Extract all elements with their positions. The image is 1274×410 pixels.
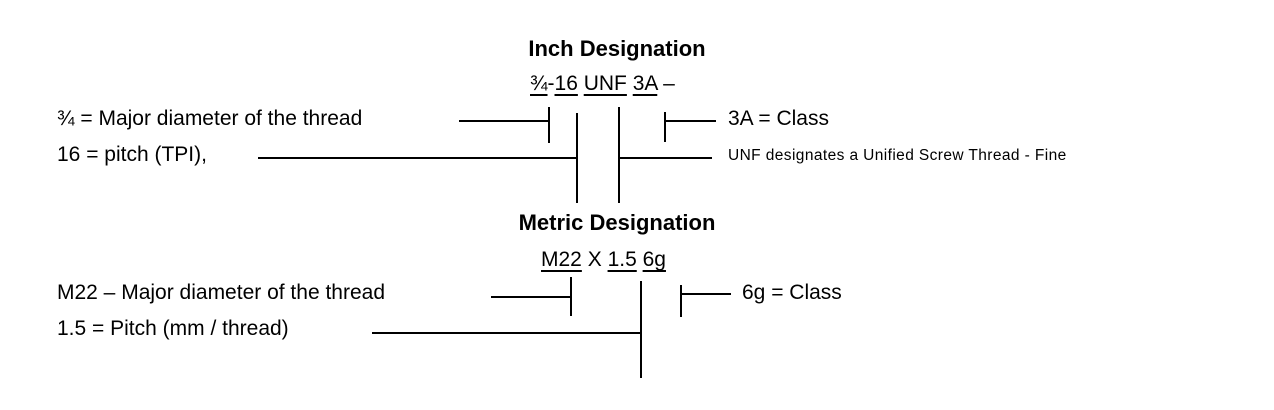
- inch-code-dash: –: [663, 72, 675, 95]
- inch-label-series: UNF designates a Unified Screw Thread - …: [728, 147, 1067, 164]
- metric-code-class: 6g: [642, 248, 666, 271]
- metric-label-major: M22 – Major diameter of the thread: [57, 281, 386, 304]
- inch-code-sep: -: [547, 72, 555, 95]
- inch-code-class: 3A: [632, 72, 658, 95]
- metric-code: M22 X 1.5 6g: [541, 248, 666, 272]
- inch-label-class: 3A = Class: [728, 107, 829, 130]
- metric-code-x: X: [587, 248, 602, 271]
- metric-label-pitch: 1.5 = Pitch (mm / thread): [57, 317, 289, 340]
- inch-code-pitch: 16: [554, 72, 578, 95]
- inch-title: Inch Designation: [528, 36, 706, 61]
- metric-label-class: 6g = Class: [742, 281, 842, 304]
- metric-code-pitch: 1.5: [607, 248, 637, 271]
- inch-label-major: ¾ = Major diameter of the thread: [57, 107, 363, 130]
- metric-title: Metric Designation: [518, 210, 716, 235]
- inch-code: ¾-16 UNF 3A –: [530, 72, 675, 96]
- inch-code-major: ¾: [530, 72, 548, 95]
- inch-code-series: UNF: [583, 72, 627, 95]
- metric-code-major: M22: [541, 248, 582, 271]
- inch-label-pitch: 16 = pitch (TPI),: [57, 143, 207, 166]
